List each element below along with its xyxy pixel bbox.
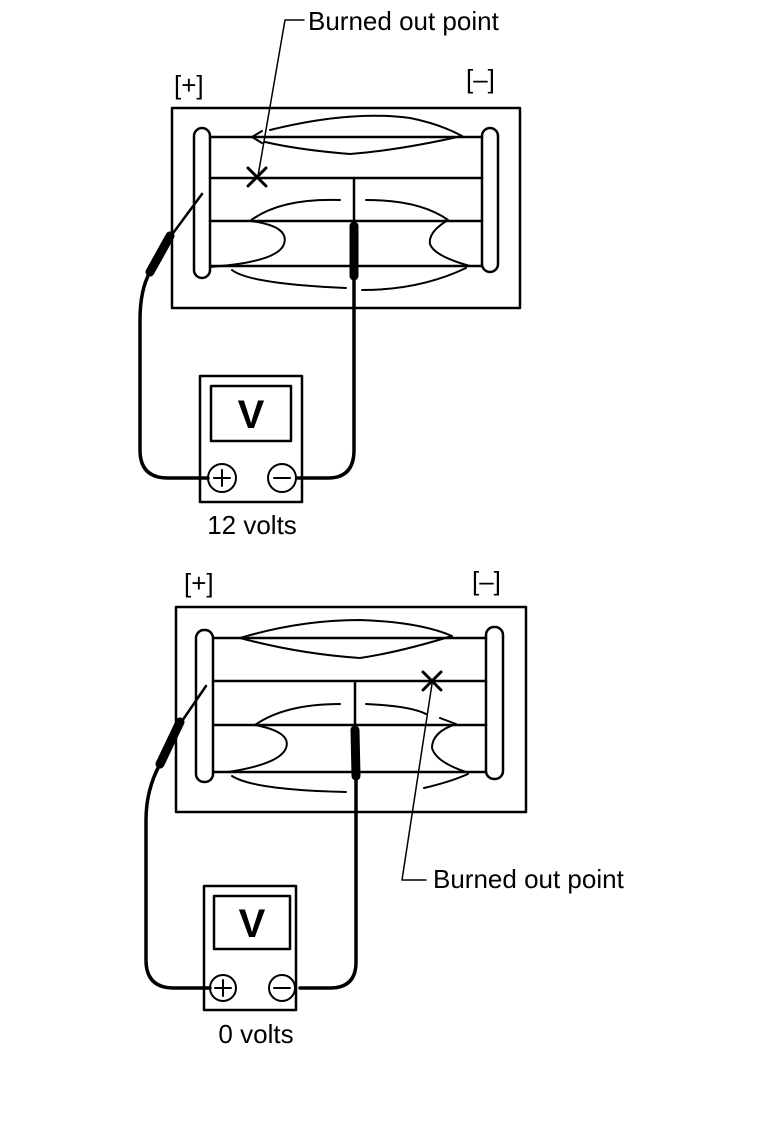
- terminal-negative-label-bottom: [–]: [472, 566, 501, 596]
- voltmeter-negative-jack-bottom: [268, 974, 296, 1002]
- callout-label-bottom: Burned out point: [433, 864, 625, 894]
- bus-bar-positive-bottom: [194, 628, 215, 784]
- panel-bottom: [144, 605, 528, 1012]
- voltmeter-display-bottom: [212, 894, 292, 951]
- voltmeter-positive-jack-bottom: [209, 974, 237, 1002]
- lead-negative-bottom: [298, 774, 358, 990]
- bus-bar-negative-bottom: [484, 625, 505, 781]
- callout-leader-bottom: [401, 683, 433, 881]
- voltmeter-negative-jack-top: [267, 463, 297, 493]
- callout-leader-top: [257, 19, 305, 177]
- probe-positive-body-top: [145, 231, 175, 277]
- panel-top: [138, 19, 522, 504]
- reading-label-top: 12 volts: [207, 510, 297, 540]
- reading-label-bottom: 0 volts: [218, 1019, 293, 1049]
- glass-outline-top: [170, 106, 522, 310]
- terminal-negative-label-top: [–]: [466, 64, 495, 94]
- voltmeter-positive-jack-top: [207, 463, 237, 493]
- current-flow-bottom-3: [431, 723, 467, 773]
- lead-positive-top: [138, 270, 210, 480]
- current-flow-top-2: [209, 198, 471, 268]
- arrow-icon: [251, 130, 263, 144]
- voltmeter-body-bottom: [202, 884, 298, 1012]
- burned-out-mark-top: [246, 166, 268, 188]
- voltmeter-symbol-top: V: [238, 393, 265, 437]
- probe-positive-tip-bottom: [178, 684, 208, 726]
- current-flow-bottom-2: [227, 703, 457, 773]
- current-flow-bottom-4: [231, 773, 469, 793]
- plus-icon: [214, 979, 232, 997]
- current-flow-top-1: [264, 114, 463, 155]
- glass-outline-bottom: [174, 605, 528, 814]
- current-flow-bottom-1: [239, 619, 453, 659]
- terminal-positive-label-top: [+]: [174, 70, 204, 100]
- bus-bar-negative-top: [480, 126, 500, 274]
- terminal-positive-label-bottom: [+]: [184, 568, 214, 598]
- probe-negative-body-bottom: [350, 725, 361, 781]
- voltmeter-body-top: [198, 374, 304, 504]
- lead-positive-bottom: [144, 762, 212, 990]
- probe-positive-tip-top: [166, 192, 204, 242]
- current-flow-top-3: [231, 267, 467, 291]
- voltmeter-symbol-bottom: V: [239, 902, 266, 946]
- plus-icon: [213, 469, 231, 487]
- voltmeter-display-top: [209, 384, 293, 443]
- probe-positive-body-bottom: [155, 717, 185, 769]
- callout-label-top: Burned out point: [308, 6, 500, 36]
- lead-negative-top: [296, 274, 356, 480]
- burned-out-mark-bottom: [421, 670, 443, 692]
